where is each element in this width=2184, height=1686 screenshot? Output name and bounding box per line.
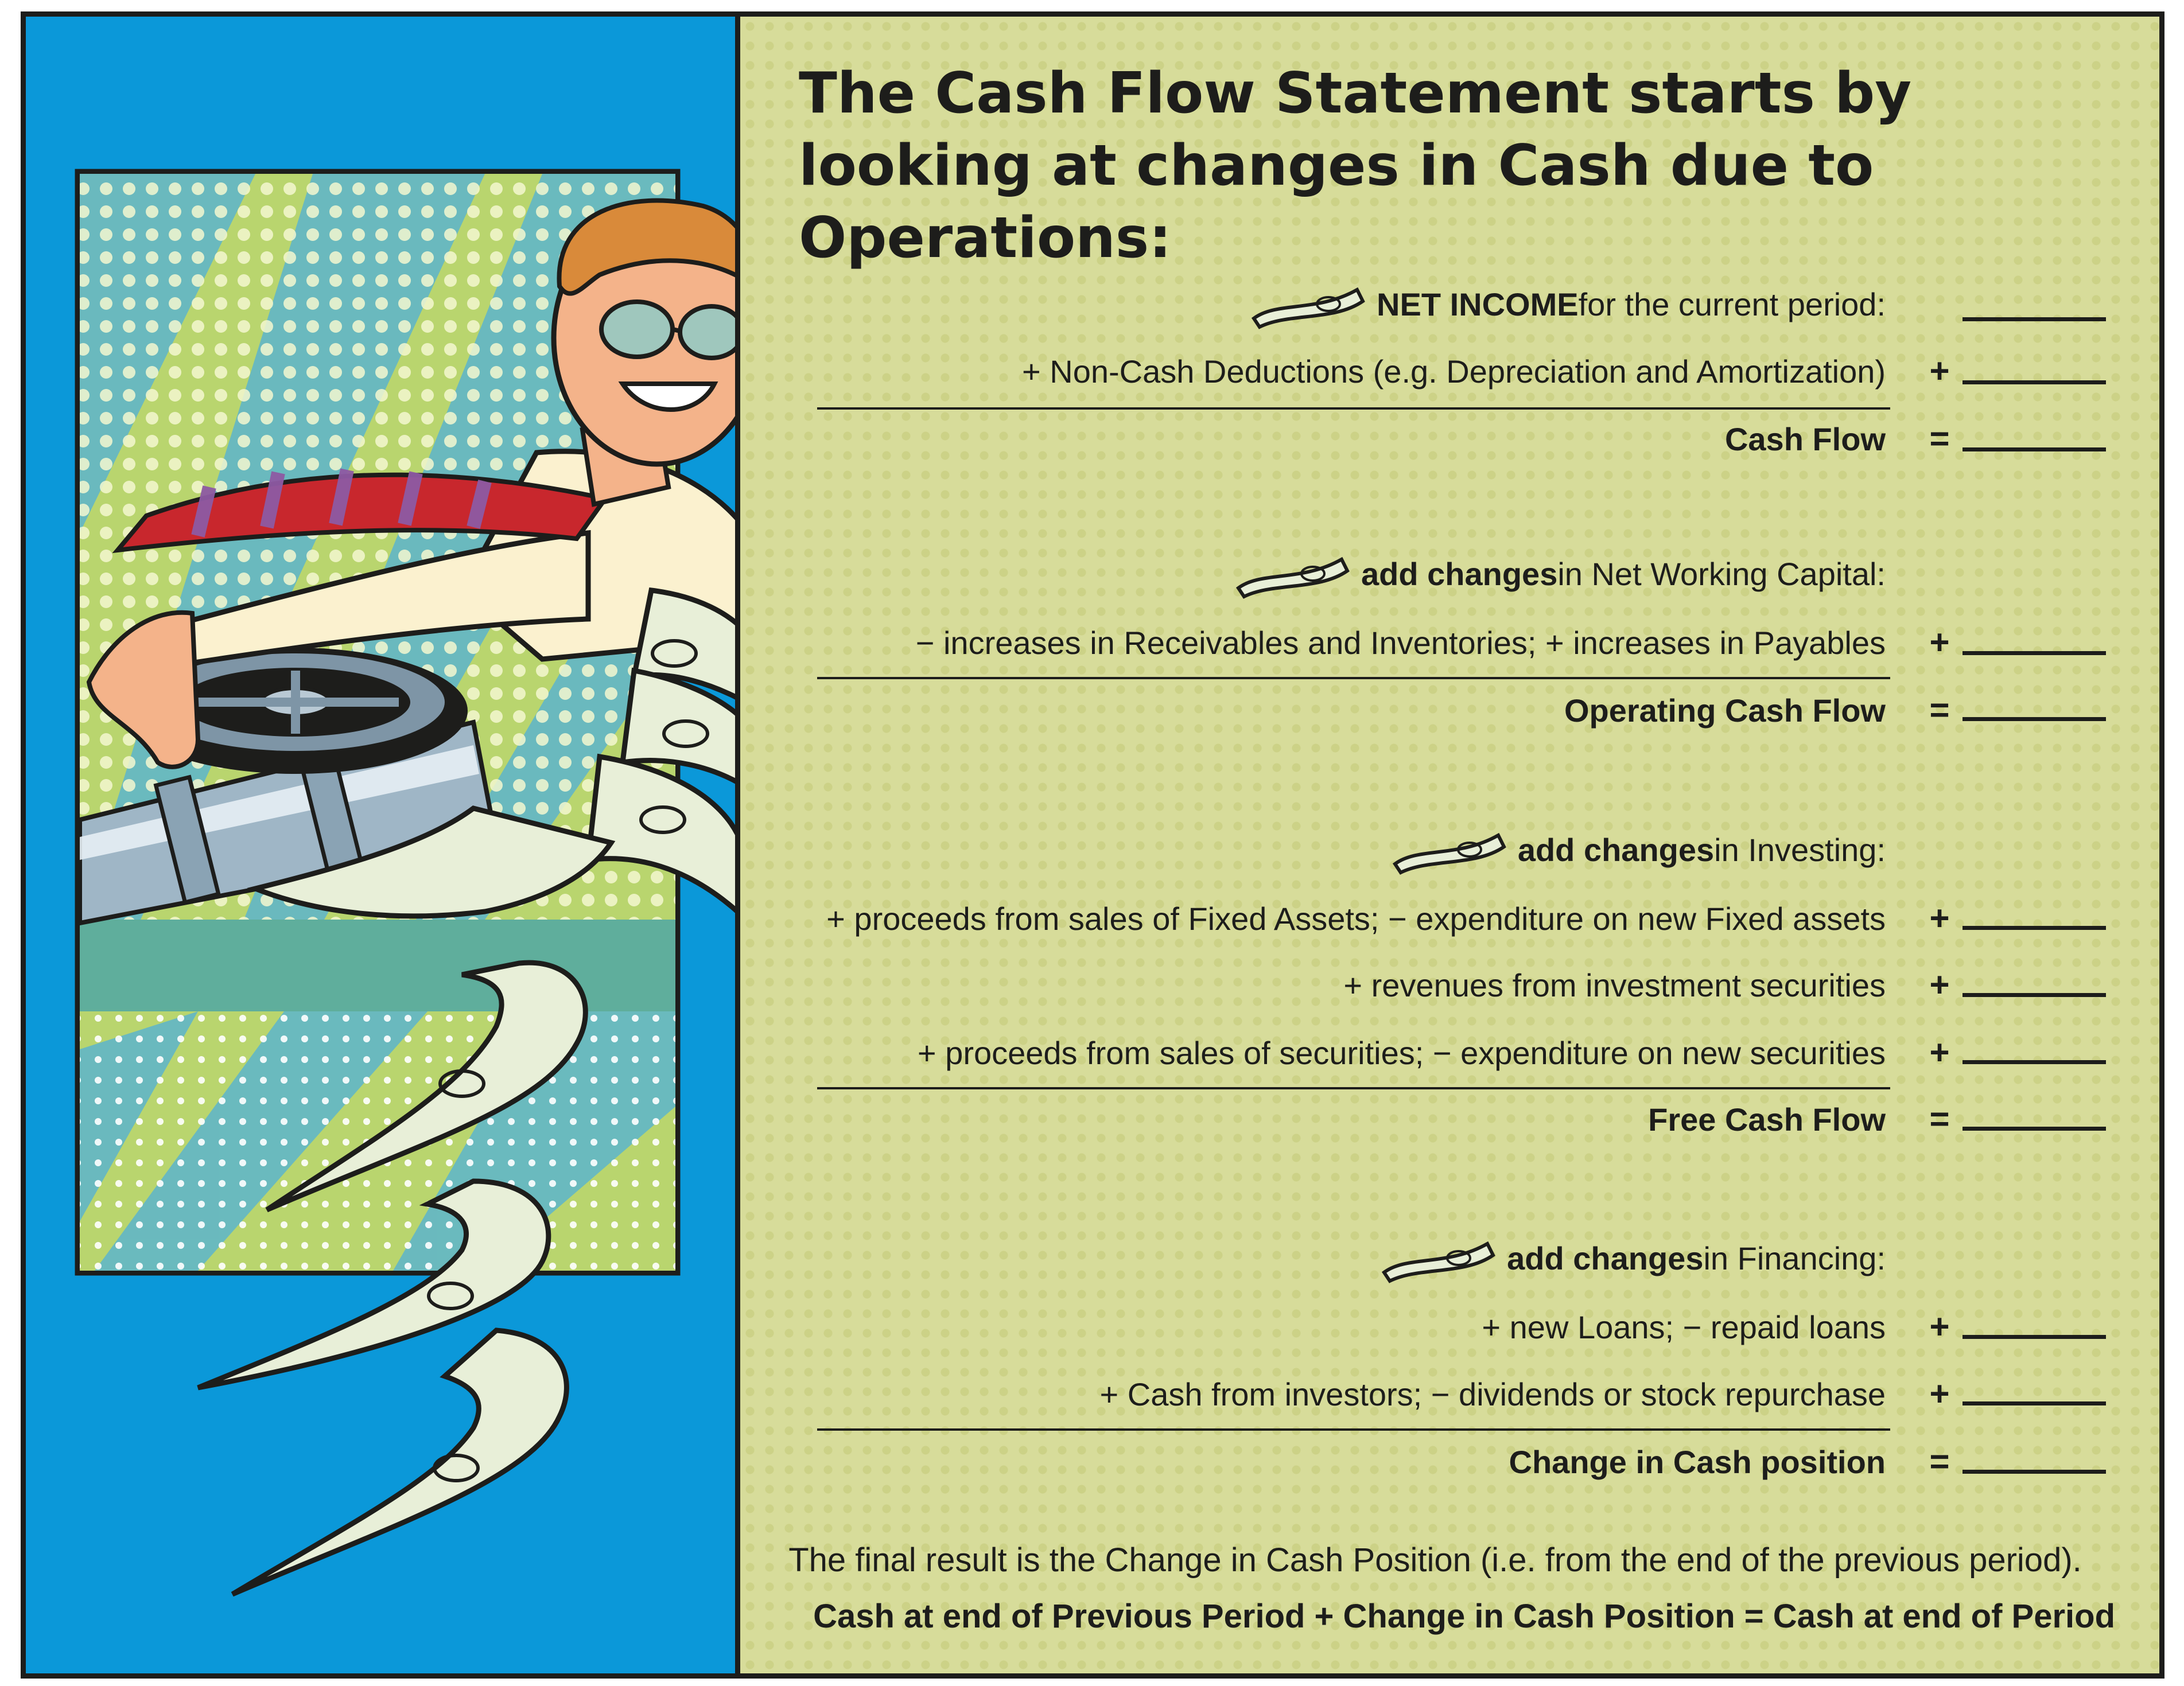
investing-line-3-blank[interactable] [1963, 1060, 2106, 1064]
financing-line-1-operator: + [1929, 1307, 1950, 1346]
non-cash-operator: + [1929, 352, 1950, 390]
footer-formula: Cash at end of Previous Period + Change … [813, 1598, 2115, 1635]
financing-bold: add changes [1507, 1240, 1704, 1276]
investing-line-3-text: + proceeds from sales of securities; − e… [917, 1034, 1886, 1071]
operating-cash-flow-label: Operating Cash Flow [1564, 692, 1886, 729]
financing-line-2-blank[interactable] [1963, 1401, 2106, 1405]
financing-line-2: + Cash from investors; − dividends or st… [1099, 1368, 1886, 1420]
working-capital-line: − increases in Receivables and Inventori… [916, 617, 1886, 668]
working-capital-heading: add changes in Net Working Capital: [1233, 548, 1886, 599]
investing-line-2-text: + revenues from investment securities [1343, 967, 1886, 1003]
change-in-cash-row: Change in Cash position [1509, 1436, 1886, 1488]
cash-flow-row: Cash Flow [1725, 413, 1886, 465]
non-cash-blank[interactable] [1963, 380, 2106, 384]
financing-line-1: + new Loans; − repaid loans [1482, 1301, 1886, 1353]
non-cash-label: + Non-Cash Deductions (e.g. Depreciation… [1022, 353, 1886, 390]
investing-line-2-blank[interactable] [1963, 993, 2106, 997]
dollar-bill-icon [1392, 832, 1506, 875]
financing-heading: add changes in Financing: [1378, 1232, 1886, 1284]
investing-line-3: + proceeds from sales of securities; − e… [918, 1027, 1886, 1078]
businessman-cash-valve-illustration [75, 169, 735, 1597]
divider [817, 1087, 1890, 1089]
free-cash-flow-label: Free Cash Flow [1648, 1101, 1886, 1138]
investing-line-1-blank[interactable] [1963, 926, 2106, 930]
financing-line-2-operator: + [1929, 1375, 1950, 1413]
divider [817, 1428, 1890, 1431]
investing-line-1: + proceeds from sales of Fixed Assets; −… [826, 893, 1886, 944]
cash-flow-operator: = [1929, 419, 1950, 458]
working-capital-suffix: in Net Working Capital: [1557, 555, 1886, 592]
investing-line-3-operator: + [1929, 1033, 1950, 1072]
illustration-panel [26, 17, 735, 1673]
change-in-cash-operator: = [1929, 1442, 1950, 1481]
page-frame [21, 11, 2164, 1679]
operating-cash-flow-row: Operating Cash Flow [1564, 684, 1886, 736]
working-capital-bold: add changes [1361, 555, 1558, 592]
investing-line-1-text: + proceeds from sales of Fixed Assets; −… [826, 900, 1886, 937]
divider [817, 407, 1890, 410]
investing-line-1-operator: + [1929, 899, 1950, 937]
free-cash-flow-blank[interactable] [1963, 1127, 2106, 1131]
page-title: The Cash Flow Statement starts by lookin… [799, 61, 1912, 271]
financing-line-2-text: + Cash from investors; − dividends or st… [1099, 1376, 1886, 1412]
dollar-bill-icon [1382, 1241, 1495, 1283]
divider [817, 677, 1890, 679]
investing-line-2-operator: + [1929, 965, 1950, 1004]
change-in-cash-blank[interactable] [1963, 1470, 2106, 1474]
working-capital-operator: + [1929, 623, 1950, 661]
free-cash-flow-row: Free Cash Flow [1648, 1093, 1886, 1145]
cash-flow-label: Cash Flow [1724, 420, 1886, 457]
net-income-row: NET INCOME for the current period: [1248, 278, 1886, 330]
non-cash-row: + Non-Cash Deductions (e.g. Depreciation… [1022, 345, 1886, 397]
cash-flow-worksheet [735, 17, 2159, 1673]
dollar-bill-icon [1235, 556, 1350, 599]
investing-suffix: in Investing: [1714, 831, 1886, 868]
free-cash-flow-operator: = [1929, 1100, 1950, 1138]
net-income-suffix: for the current period: [1578, 286, 1886, 322]
operating-cash-flow-operator: = [1929, 691, 1950, 729]
working-capital-blank[interactable] [1963, 651, 2106, 655]
dollar-bill-icon [1251, 287, 1365, 329]
financing-suffix: in Financing: [1703, 1240, 1886, 1276]
net-income-label: NET INCOME [1377, 286, 1579, 322]
change-in-cash-label: Change in Cash position [1509, 1443, 1886, 1480]
footer-note: The final result is the Change in Cash P… [788, 1541, 2082, 1579]
investing-bold: add changes [1517, 831, 1715, 868]
net-income-blank[interactable] [1963, 317, 2106, 321]
cash-flow-blank[interactable] [1963, 447, 2106, 451]
investing-line-2: + revenues from investment securities [1343, 959, 1886, 1011]
financing-line-1-blank[interactable] [1963, 1335, 2106, 1339]
investing-heading: add changes in Investing: [1389, 824, 1886, 875]
financing-line-1-text: + new Loans; − repaid loans [1482, 1309, 1886, 1345]
operating-cash-flow-blank[interactable] [1963, 717, 2106, 721]
working-capital-text: − increases in Receivables and Inventori… [915, 624, 1886, 661]
